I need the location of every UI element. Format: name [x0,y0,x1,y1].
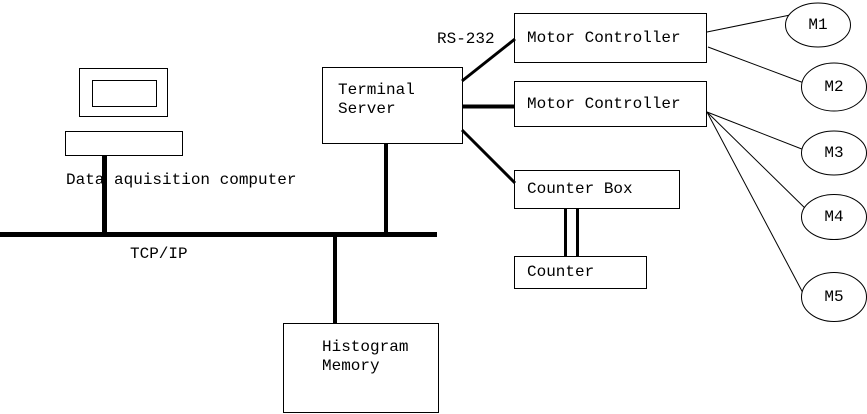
link-mc2-m3 [706,111,813,154]
motor-controller-1-label: Motor Controller [527,28,681,47]
link-terminal-server-counter-box [460,128,517,185]
node-counter: Counter [514,256,647,289]
tcp-ip-label: TCP/IP [130,245,188,263]
counter-box-label: Counter Box [527,180,633,198]
terminal-server-label: Terminal Server [338,81,415,118]
link-mc1-m1 [706,12,801,33]
node-terminal-server: Terminal Server [322,67,463,144]
motor-m4-label: M4 [824,208,844,226]
link-mc2-m5 [706,111,813,311]
node-motor-controller-1: Motor Controller [514,13,707,63]
motor-m5-label: M5 [824,288,844,306]
motor-m3-label: M3 [824,144,844,162]
data-acquisition-computer-label: Data aquisition computer [66,171,297,189]
motor-m1-label: M1 [808,16,828,34]
node-motor-controller-2: Motor Controller [514,81,707,127]
motor-controller-2-label: Motor Controller [527,94,681,113]
link-mc2-m4 [706,111,813,216]
motor-m2-label: M2 [824,78,844,96]
link-mc1-m2 [707,46,813,87]
node-counter-box: Counter Box [514,170,680,209]
motor-nodes [785,2,867,322]
node-histogram-memory: Histogram Memory [283,323,439,413]
motor-links [706,12,813,311]
counter-label: Counter [527,263,595,281]
histogram-memory-label: Histogram Memory [322,338,409,375]
rs-232-label: RS-232 [437,30,495,48]
computer-screen-icon [92,80,157,107]
computer-keyboard-icon [65,131,183,156]
